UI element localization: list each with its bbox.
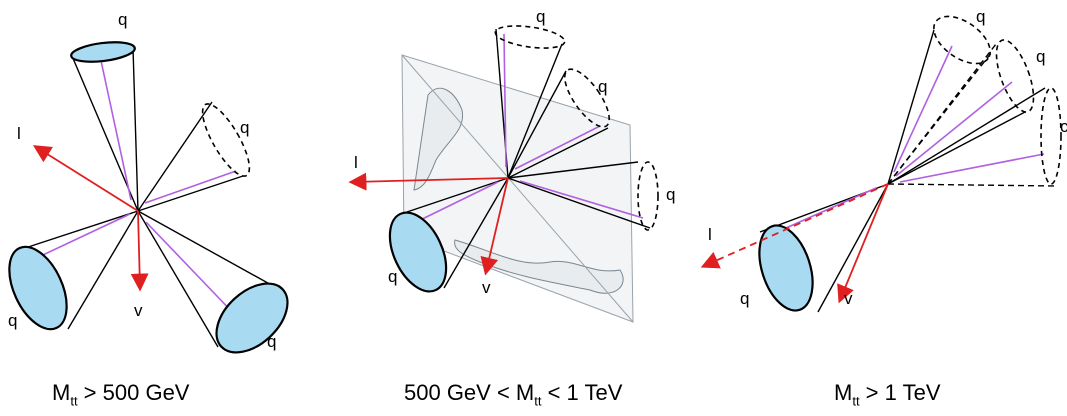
jet-cone-bottom-left: [0, 211, 138, 338]
quark-label: q: [118, 10, 127, 29]
mass-range-caption: Mtt > 500 GeV: [52, 380, 189, 408]
quark-label: q: [8, 311, 17, 330]
jet-cone-bottom-left: [750, 184, 888, 317]
neutrino-label: v: [844, 289, 853, 308]
quark-label: q: [976, 7, 985, 26]
jet-cone-top: [888, 7, 999, 184]
quark-label: q: [240, 118, 249, 137]
quark-label: q: [1036, 47, 1045, 66]
lepton-label: l: [708, 225, 712, 244]
panel-mtt-500-to-1tev: q q q q l v 500 GeV < Mtt < 1 TeV: [340, 0, 680, 416]
jet-cone-middle: [888, 36, 1041, 184]
event-diagram-1: q q q q l v: [0, 0, 290, 416]
neutrino-label: v: [482, 278, 491, 297]
panel-mtt-above-500: q q q q l v Mtt > 500 GeV: [0, 0, 290, 416]
mass-range-caption: 500 GeV < Mtt < 1 TeV: [404, 380, 622, 408]
jet-cone-back: [888, 88, 1061, 186]
neutrino-arrow: [138, 211, 140, 288]
event-diagram-3: q q c q l v: [690, 0, 1067, 416]
neutrino-label: v: [134, 301, 143, 320]
quark-label: q: [598, 77, 607, 96]
lepton-label: l: [354, 153, 358, 172]
jet-cone-right-dashed: [138, 98, 258, 211]
mass-range-caption: Mtt > 1 TeV: [834, 380, 941, 408]
partial-label: c: [1060, 117, 1067, 136]
jet-cone-top: [70, 39, 138, 211]
quark-label: q: [388, 267, 397, 286]
quark-label: q: [740, 289, 749, 308]
event-diagram-2: q q q q l v: [340, 0, 680, 416]
quark-label: q: [536, 7, 545, 26]
panel-mtt-above-1tev: q q c q l v Mtt > 1 TeV: [690, 0, 1067, 416]
lepton-label: l: [17, 124, 21, 143]
lepton-arrow: [36, 147, 138, 211]
quark-label: q: [267, 332, 276, 351]
quark-label: q: [666, 185, 675, 204]
